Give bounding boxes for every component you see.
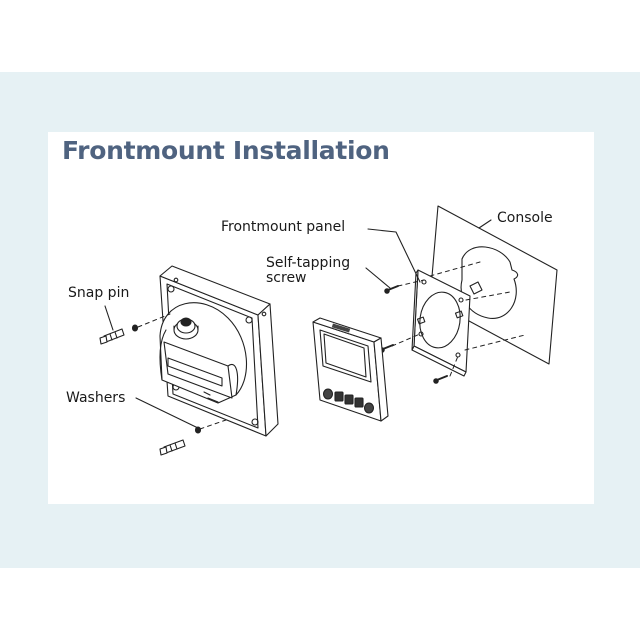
snap-pin-lower	[159, 439, 186, 456]
snap-pin-upper	[99, 328, 125, 345]
label-self-tapping-screw-line1: Self-tapping	[266, 255, 351, 271]
console-plate	[429, 205, 558, 365]
label-frontmount-panel: Frontmount panel	[221, 219, 346, 235]
snap-pin-leader	[104, 305, 114, 331]
rear-housing	[159, 265, 279, 437]
page-title: Frontmount Installation	[62, 136, 390, 165]
display-unit	[312, 317, 389, 422]
display-buttons	[322, 388, 375, 414]
alignment-lines-right	[391, 261, 526, 377]
alignment-lines-left	[137, 313, 227, 430]
console-leader	[478, 219, 492, 229]
washers-leader	[135, 397, 199, 429]
label-console: Console	[497, 210, 553, 226]
label-washers: Washers	[66, 390, 126, 406]
label-snap-pin: Snap pin	[68, 285, 130, 301]
frontmount-panel-leader	[367, 228, 421, 283]
self-tapping-screw-leader	[365, 267, 391, 289]
washers	[131, 324, 202, 434]
label-self-tapping-screw-line2: screw	[266, 270, 307, 286]
frontmount-panel-plate	[411, 269, 471, 377]
